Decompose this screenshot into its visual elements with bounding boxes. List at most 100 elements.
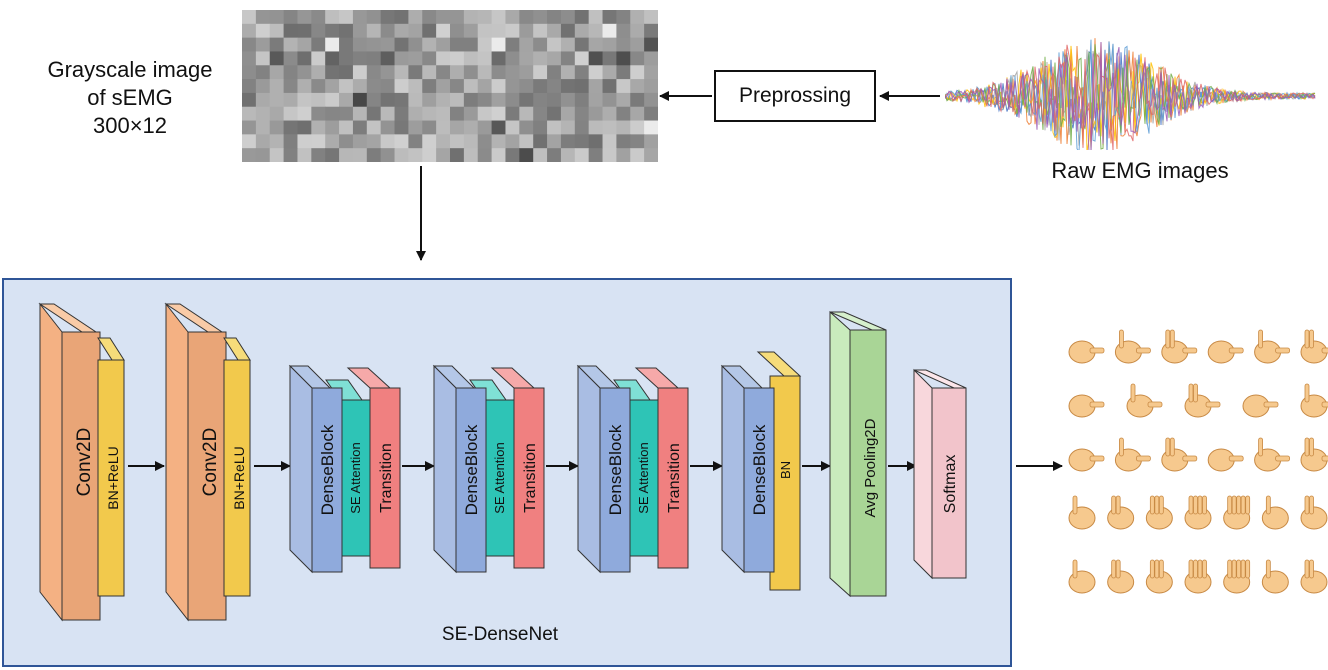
grayscale-image [242, 10, 658, 162]
grayscale-pixel [352, 23, 368, 39]
grayscale-pixel [463, 65, 479, 80]
grayscale-pixel [630, 106, 645, 122]
grayscale-pixel [616, 23, 631, 39]
hand-gesture-icon [1184, 383, 1221, 418]
grayscale-pixel [533, 23, 548, 39]
grayscale-pixel [491, 23, 506, 39]
grayscale-pixel [547, 23, 562, 39]
grayscale-pixel [463, 106, 479, 122]
grayscale-pixel [491, 51, 506, 66]
grayscale-pixel [574, 37, 590, 52]
grayscale-pixel [477, 106, 493, 122]
grayscale-pixel [339, 120, 354, 135]
grayscale-pixel [325, 65, 340, 80]
grayscale-pixel [242, 10, 257, 25]
bn-label: BN [778, 461, 793, 479]
grayscale-pixel [644, 106, 658, 122]
grayscale-pixel [394, 148, 409, 162]
grayscale-pixel [325, 106, 340, 122]
grayscale-pixel [436, 10, 451, 25]
input-title-line1: Grayscale image [47, 57, 213, 82]
hand-gesture-icon [1145, 559, 1173, 594]
grayscale-pixel [394, 134, 409, 149]
emg-channel-trace [945, 41, 1316, 150]
grayscale-pixel [491, 134, 506, 149]
avg-pooling-label: Avg Pooling2D [862, 418, 879, 517]
hand-gesture-icon [1114, 437, 1151, 472]
grayscale-pixel [574, 134, 590, 149]
grayscale-pixel [311, 23, 326, 39]
grayscale-pixel [574, 106, 590, 122]
grayscale-pixel [380, 92, 396, 108]
grayscale-pixel [269, 106, 285, 122]
grayscale-pixel [547, 37, 562, 52]
grayscale-pixel [408, 106, 423, 122]
hand-gesture-icon [1107, 495, 1135, 530]
grayscale-pixel [269, 37, 285, 52]
grayscale-pixel [422, 79, 437, 94]
grayscale-pixel [519, 23, 534, 39]
grayscale-pixel [297, 37, 312, 52]
grayscale-pixel [588, 23, 604, 39]
grayscale-pixel [644, 148, 658, 162]
grayscale-pixel [547, 148, 562, 162]
grayscale-pixel [422, 10, 437, 25]
grayscale-pixel [352, 65, 368, 80]
grayscale-pixel [408, 37, 423, 52]
grayscale-pixel [560, 65, 576, 80]
hand-gesture-icon [1300, 383, 1328, 418]
hand-gesture-icon [1184, 495, 1212, 530]
grayscale-pixel [352, 148, 368, 162]
hand-gesture-icon [1300, 329, 1328, 364]
grayscale-pixel [394, 51, 409, 66]
grayscale-pixel [255, 120, 271, 135]
grayscale-pixel [463, 10, 479, 25]
grayscale-pixel [602, 92, 617, 108]
grayscale-pixel [283, 65, 298, 80]
grayscale-pixel [311, 92, 326, 108]
grayscale-pixel [644, 92, 658, 108]
grayscale-pixel [560, 23, 576, 39]
grayscale-pixel [519, 65, 534, 80]
grayscale-pixel [533, 92, 548, 108]
hand-gesture-icon [1068, 495, 1096, 530]
grayscale-pixel [242, 23, 257, 39]
grayscale-pixel [325, 120, 340, 135]
grayscale-pixel [325, 51, 340, 66]
grayscale-pixel [602, 120, 617, 135]
grayscale-pixel [574, 10, 590, 25]
grayscale-pixel [422, 92, 437, 108]
grayscale-pixel [533, 79, 548, 94]
grayscale-pixel [602, 134, 617, 149]
grayscale-pixel [477, 65, 493, 80]
conv2d-1-label: Conv2D [74, 428, 95, 497]
grayscale-pixel [422, 37, 437, 52]
grayscale-pixel [463, 51, 479, 66]
hand-gesture-icon [1068, 448, 1105, 472]
grayscale-pixel [408, 65, 423, 80]
grayscale-pixel [560, 51, 576, 66]
grayscale-pixel [644, 23, 658, 39]
grayscale-pixel [297, 134, 312, 149]
grayscale-pixel [519, 120, 534, 135]
hand-gesture-icon [1261, 559, 1289, 594]
grayscale-pixel [450, 23, 465, 39]
grayscale-pixel [283, 148, 298, 162]
grayscale-pixel [339, 92, 354, 108]
grayscale-pixel [450, 51, 465, 66]
network-name: SE-DenseNet [441, 624, 559, 645]
denseblock-label: DenseBlock [462, 424, 481, 515]
grayscale-pixel [394, 65, 409, 80]
grayscale-pixel [422, 23, 437, 39]
grayscale-pixel [450, 92, 465, 108]
grayscale-pixel [255, 23, 271, 39]
grayscale-pixel [269, 51, 285, 66]
input-title: Grayscale image of sEMG 300×12 [20, 56, 240, 140]
grayscale-pixel [422, 120, 437, 135]
grayscale-pixel [255, 37, 271, 52]
grayscale-pixel [616, 79, 631, 94]
grayscale-pixel [505, 92, 520, 108]
